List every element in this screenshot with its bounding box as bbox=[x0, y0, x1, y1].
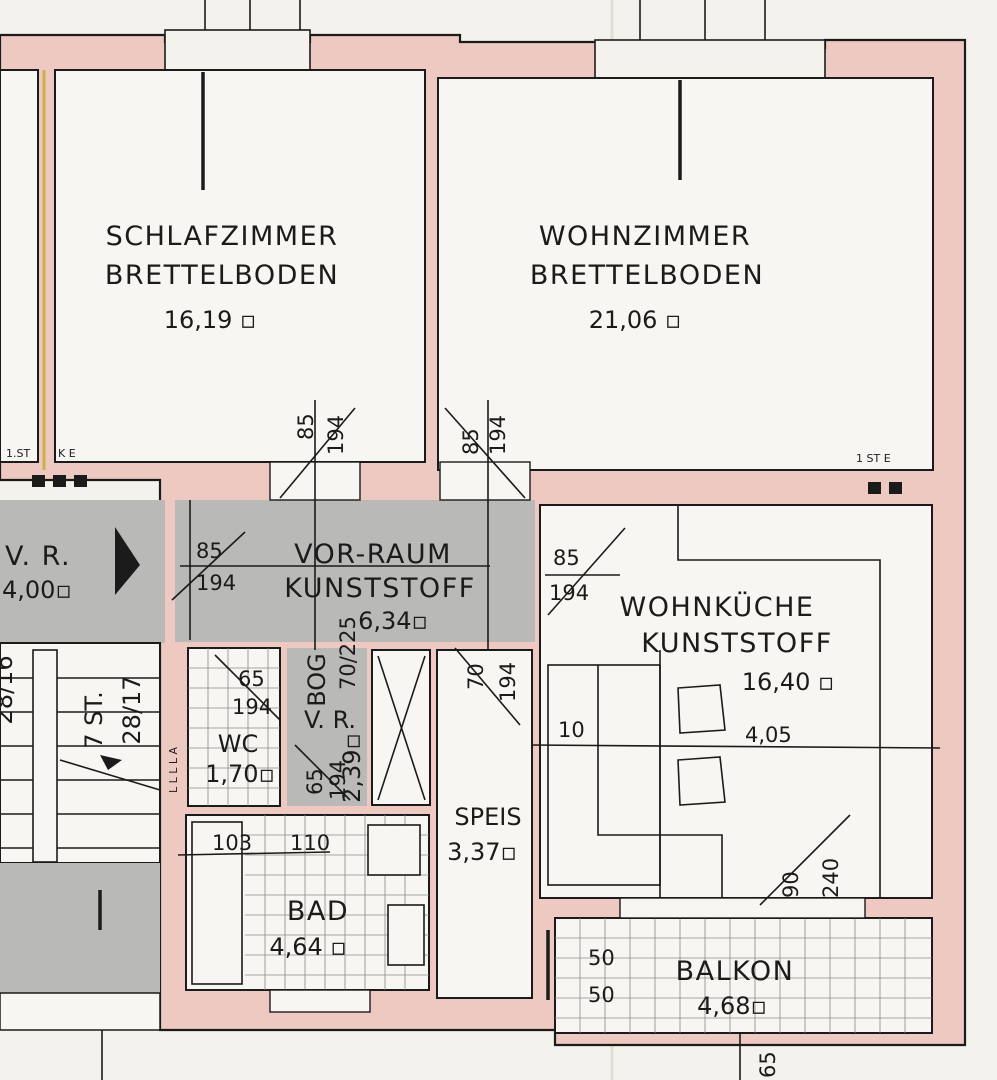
room-wohnzimmer bbox=[437, 77, 934, 471]
dim-door-sz-h: 194 bbox=[324, 415, 348, 455]
stairs-ratio: 28/17 bbox=[118, 675, 146, 744]
schlafzimmer-area: 16,19 ▫ bbox=[164, 306, 257, 334]
stair-lower bbox=[0, 863, 160, 993]
marker-right: 1 ST E bbox=[856, 452, 891, 465]
wc-side-label: L L L L A bbox=[167, 747, 180, 794]
dim-bad-2: 110 bbox=[290, 831, 330, 855]
bad-name: BAD bbox=[287, 896, 349, 927]
wohnzimmer-name: WOHNZIMMER bbox=[539, 221, 751, 252]
dim-door-wz-h: 194 bbox=[486, 415, 510, 455]
dim-door-vrs-w: 65 bbox=[303, 768, 327, 795]
dim-door-sz-w: 85 bbox=[294, 413, 318, 440]
vr-small-name: V. R. bbox=[304, 706, 356, 734]
dim-door-wc-h: 194 bbox=[232, 695, 272, 719]
dim-balcony-b: 50 bbox=[588, 983, 615, 1007]
vorraum-name: VOR-RAUM bbox=[294, 539, 452, 570]
balkon-tiles bbox=[555, 918, 932, 1033]
wohnkueche-name: WOHNKÜCHE bbox=[620, 591, 815, 623]
room-schlafzimmer bbox=[54, 69, 426, 463]
dim-bad-1: 103 bbox=[212, 831, 252, 855]
dim-door-vrs-h: 194 bbox=[326, 760, 350, 800]
wohnkueche-area: 16,40 ▫ bbox=[742, 668, 835, 696]
dim-door-vr-h: 194 bbox=[196, 571, 236, 595]
room-left-edge bbox=[0, 69, 39, 463]
dim-balcony-a: 50 bbox=[588, 946, 615, 970]
dim-kitchen-width: 4,05 bbox=[745, 723, 792, 747]
wohnzimmer-area: 21,06 ▫ bbox=[589, 306, 682, 334]
wc-name: WC bbox=[218, 730, 259, 758]
dim-door-vr-w: 85 bbox=[196, 539, 223, 563]
dim-kitchen-wall: 10 bbox=[558, 718, 585, 742]
dim-door-wc-w: 65 bbox=[238, 667, 265, 691]
wc-tiles bbox=[188, 648, 280, 806]
marker-left: 1.ST bbox=[6, 447, 30, 460]
room-speis bbox=[436, 649, 533, 999]
room-vr-small bbox=[287, 648, 367, 806]
balkon-name: BALKON bbox=[676, 956, 795, 987]
dim-door-speis-h: 194 bbox=[496, 662, 520, 702]
vorraum-area: 6,34▫ bbox=[358, 607, 428, 635]
speis-name: SPEIS bbox=[454, 803, 521, 831]
wc-area: 1,70▫ bbox=[205, 760, 275, 788]
dim-door-wz-w: 85 bbox=[459, 428, 483, 455]
entry-arrow-icon bbox=[115, 527, 140, 595]
marker-ke: K E bbox=[58, 447, 76, 460]
stair-vr-area: 4,00▫ bbox=[2, 576, 72, 604]
dim-bottom: 65 bbox=[756, 1051, 780, 1078]
room-balkon bbox=[554, 917, 933, 1034]
balkon-area: 4,68▫ bbox=[697, 992, 767, 1020]
dim-door-bog: 70/225 bbox=[336, 616, 360, 690]
room-vorraum bbox=[175, 500, 535, 642]
schlafzimmer-floor: BRETTELBODEN bbox=[105, 260, 339, 291]
dim-window-h: 240 bbox=[819, 858, 843, 898]
vorraum-floor: KUNSTSTOFF bbox=[284, 573, 476, 604]
schlafzimmer-name: SCHLAFZIMMER bbox=[106, 221, 339, 252]
vr-small-area: 2,39▫ bbox=[338, 733, 366, 803]
stair-treads bbox=[0, 649, 161, 930]
stairs-steps: 7 ST. bbox=[80, 691, 108, 749]
stair-landing bbox=[0, 500, 165, 643]
stair-vr-name: V. R. bbox=[5, 541, 71, 572]
dim-door-kitchen-h: 194 bbox=[549, 581, 589, 605]
dim-door-speis-w: 70 bbox=[464, 663, 488, 690]
speis-area: 3,37▫ bbox=[447, 838, 517, 866]
wohnkueche-floor: KUNSTSTOFF bbox=[641, 628, 833, 659]
bog-label: BOG bbox=[303, 653, 331, 707]
door-swings bbox=[171, 400, 851, 906]
room-wohnkueche bbox=[539, 504, 933, 899]
stairs-ratio-left: 28/16 bbox=[0, 655, 18, 724]
bad-area: 4,64 ▫ bbox=[269, 933, 346, 961]
wohnzimmer-floor: BRETTELBODEN bbox=[530, 260, 764, 291]
dim-door-kitchen-w: 85 bbox=[553, 546, 580, 570]
dim-window-w: 90 bbox=[779, 871, 803, 898]
marker-squares bbox=[32, 475, 902, 494]
